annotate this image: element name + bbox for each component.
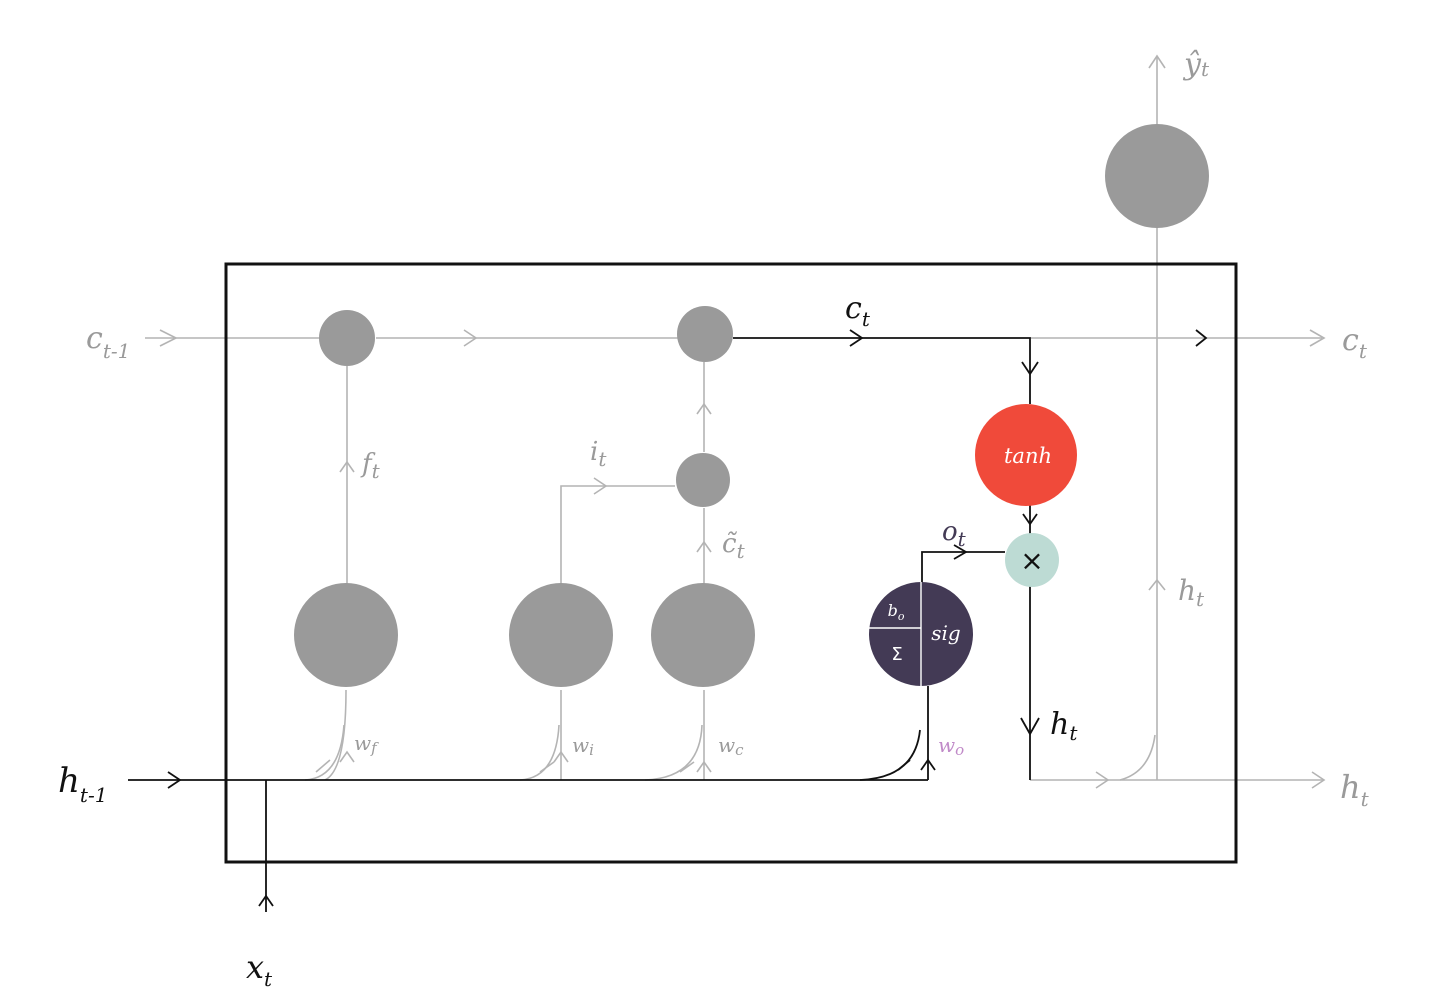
o-t-label: ot: [942, 517, 967, 551]
o-t-line: [921, 551, 1005, 585]
w-i-label: wi: [572, 733, 594, 759]
add-arrowhead: [696, 402, 712, 415]
c-out-arrowhead: [1309, 329, 1326, 347]
w-f-input: [324, 689, 347, 781]
h-up-arrowhead: [1148, 578, 1166, 591]
tanh-in-arrowhead: [1021, 361, 1039, 376]
candidate-node: [651, 583, 755, 687]
c-out-black-arrowhead: [1195, 329, 1208, 347]
c-t-arrowhead: [849, 329, 864, 347]
forget-multiply-node: [319, 310, 375, 366]
c-t-inner-label: ct: [845, 291, 871, 331]
lstm-cell-box: [224, 262, 1238, 864]
h-mid-arrowhead: [1095, 771, 1110, 789]
w-c-curve: [644, 724, 703, 781]
c-mid-arrowhead: [463, 329, 478, 347]
c-prev-label: ct-1: [86, 321, 130, 363]
h-prev-label: ht-1: [58, 761, 107, 807]
x-t-label: xt: [246, 948, 273, 991]
h-t-up-label: ht: [1178, 574, 1205, 611]
c-tilde-label: c̃t: [722, 529, 746, 563]
w-c-curve-tick: [679, 761, 695, 773]
h-prev-arrowhead: [167, 771, 182, 789]
w-f-label: wf: [354, 731, 379, 757]
h-t-inner-label: ht: [1050, 707, 1078, 745]
black-connections: [128, 262, 1238, 912]
w-f-curve-tick: [315, 759, 331, 773]
w-i-arrowhead: [553, 750, 569, 763]
tanh-node: [975, 404, 1077, 506]
w-i-curve-tick: [539, 761, 555, 773]
x-t-arrowhead: [258, 894, 274, 907]
input-gate-node: [509, 583, 613, 687]
w-o-arrowhead: [920, 758, 936, 771]
tanh-label: tanh: [1004, 444, 1052, 468]
h-t-arrowhead: [1020, 717, 1040, 736]
i-arrowhead: [593, 477, 608, 495]
forget-gate-node: [294, 583, 398, 687]
w-i-curve: [519, 724, 560, 781]
bias-label: bo: [888, 601, 905, 623]
c-t-line: [733, 337, 1031, 404]
y-hat-arrowhead: [1148, 54, 1166, 69]
input-multiply-node: [676, 453, 730, 507]
w-c-arrowhead: [696, 760, 712, 773]
sig-label: sig: [931, 621, 960, 645]
output-y-node: [1105, 124, 1209, 228]
i-t-label: it: [590, 437, 607, 471]
f-arrowhead: [339, 460, 355, 473]
multiply-node: [1005, 533, 1059, 587]
multiply-icon: ×: [1020, 544, 1043, 577]
sigmoid-node: bo Σ sig: [869, 582, 973, 686]
w-f-arrowhead: [339, 750, 355, 763]
f-t-label: ft: [360, 449, 381, 483]
h-t-out-label: ht: [1340, 768, 1370, 811]
labels: ct-1 ct ct ŷt ft it c̃t ot ht-1 xt ht ht…: [58, 47, 1370, 991]
c-t-out-label: ct: [1342, 323, 1368, 363]
sum-label: Σ: [891, 644, 902, 665]
c-tilde-arrowhead: [696, 540, 712, 553]
w-o-curve-tick: [897, 759, 911, 771]
w-c-label: wc: [718, 733, 744, 759]
w-o-label: wo: [938, 733, 964, 759]
h-branch-curve: [1119, 734, 1156, 781]
c-prev-arrowhead: [159, 329, 178, 347]
tanh-mult-arrowhead: [1022, 513, 1038, 526]
input-gate-line: [560, 485, 675, 585]
w-o-curve: [859, 729, 921, 781]
y-hat-label: ŷt: [1182, 47, 1210, 82]
cell-add-node: [677, 306, 733, 362]
h-out-arrowhead: [1311, 771, 1326, 789]
w-f-curve: [304, 724, 345, 781]
o-t-arrowhead: [953, 544, 968, 560]
